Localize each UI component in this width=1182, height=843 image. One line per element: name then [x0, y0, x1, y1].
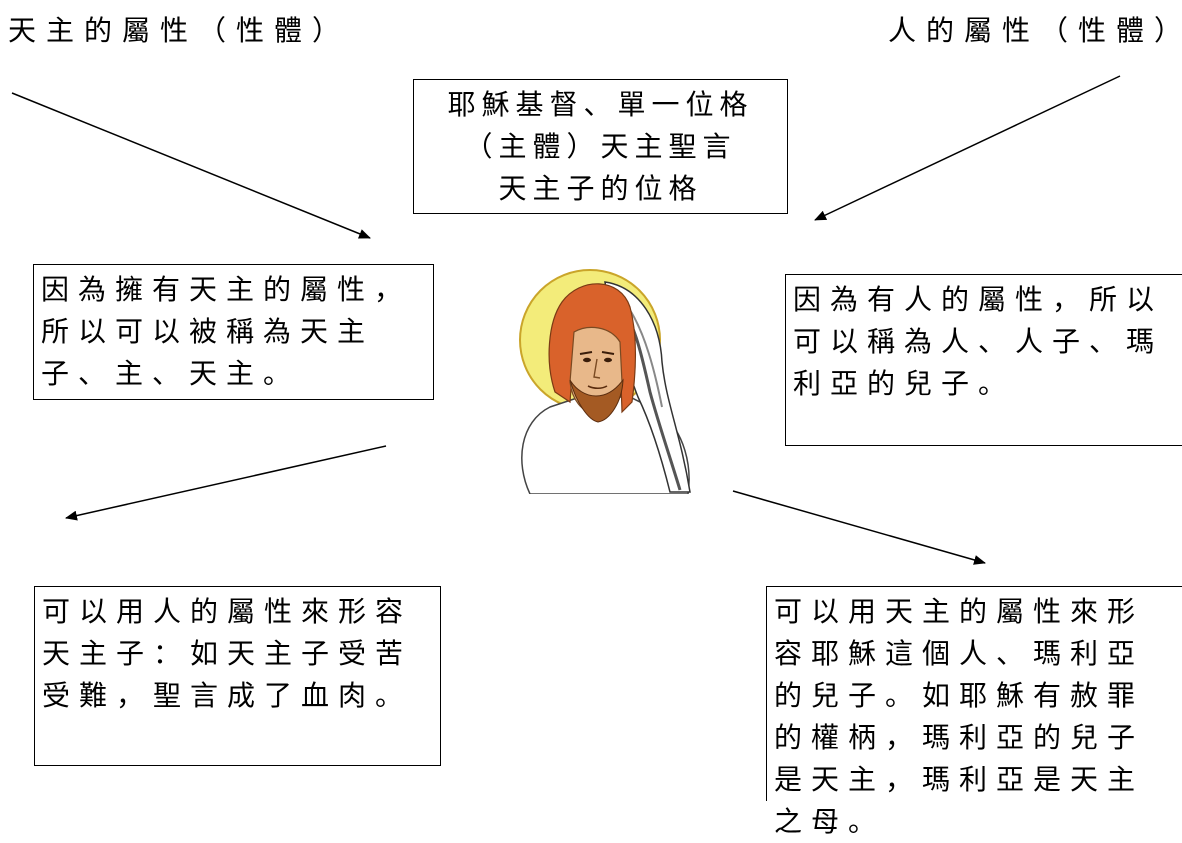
box-human-attributes: 可以用人的屬性來形容天主子：如天主子受苦受難，聖言成了血肉。: [34, 586, 441, 766]
heading-divine-nature: 天主的屬性（性體）: [8, 14, 351, 47]
center-box-line2: （主體）天主聖言: [464, 130, 737, 163]
arrow-to-human-attributes: [65, 445, 387, 521]
arrows-layer: [11, 75, 1121, 565]
jesus-icon: [519, 269, 691, 494]
arrow-human-to-person: [814, 75, 1121, 221]
center-box-person: 耶穌基督、單一位格 （主體）天主聖言 天主子的位格: [413, 79, 788, 214]
arrow-divine-to-person: [11, 92, 371, 239]
center-box-line1: 耶穌基督、單一位格: [447, 88, 754, 121]
box-human-titles: 因為有人的屬性，所以可以稱為人、人子、瑪利亞的兒子。: [785, 274, 1182, 446]
heading-human-nature: 人的屬性（性體）: [888, 14, 1182, 47]
box-divine-attributes: 可以用天主的屬性來形容耶穌這個人、瑪利亞的兒子。如耶穌有赦罪的權柄，瑪利亞的兒子…: [766, 586, 1182, 838]
box-divine-titles: 因為擁有天主的屬性，所以可以被稱為天主子、主、天主。: [33, 264, 434, 400]
arrow-to-divine-attributes: [732, 490, 986, 565]
center-box-line3: 天主子的位格: [498, 172, 703, 205]
